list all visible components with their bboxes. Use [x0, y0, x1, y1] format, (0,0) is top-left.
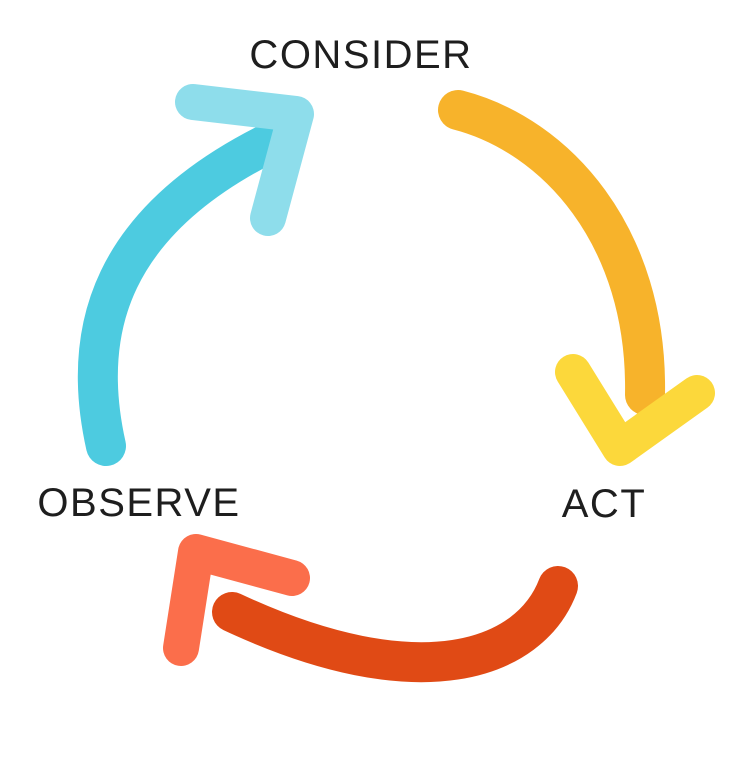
node-label-act: ACT [561, 482, 647, 526]
arrow-observe-to-consider [77, 84, 314, 466]
arrow-act-to-observe-arc [212, 566, 578, 683]
arrow-observe-to-consider-head [175, 84, 314, 236]
arrow-act-to-observe-head [163, 534, 310, 666]
arrow-consider-to-act [438, 90, 715, 466]
arrow-act-to-observe [163, 534, 578, 683]
arrow-observe-to-consider-arc [77, 120, 295, 466]
node-label-consider: CONSIDER [249, 33, 473, 77]
arrow-consider-to-act-head [555, 354, 715, 466]
node-label-observe: OBSERVE [37, 481, 241, 525]
arrow-consider-to-act-arc [438, 90, 666, 415]
